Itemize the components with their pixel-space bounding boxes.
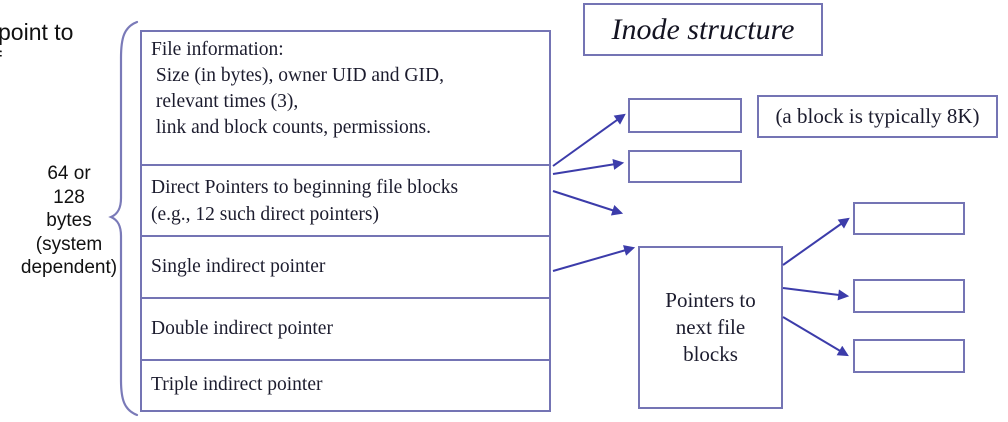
table-row-double-indirect: Double indirect pointer (142, 297, 549, 358)
table-row-file-information: File information: Size (in bytes), owner… (151, 39, 444, 138)
direct-pointer-arrow-3 (552, 190, 624, 216)
block-size-note: (a block is typically 8K) (757, 95, 998, 138)
clipped-margin-text: point to (0, 19, 74, 45)
table-row-single-indirect: Single indirect pointer (142, 234, 549, 297)
direct-pointer-arrow-1 (552, 113, 626, 167)
clipped-margin-letter: f (0, 48, 2, 74)
single-indirect-arrow (552, 245, 636, 272)
title-box: Inode structure (583, 3, 823, 56)
next-file-block-box-2 (853, 279, 965, 313)
next-block-arrow-1 (782, 217, 850, 266)
inode-size-label: 64 or 128 bytes (system dependent) (20, 163, 118, 278)
next-block-arrow-2 (782, 287, 850, 301)
file-block-box-1 (628, 98, 742, 133)
next-file-block-box-3 (853, 339, 965, 373)
next-block-arrow-3 (782, 316, 849, 357)
inode-table: File information: Size (in bytes), owner… (140, 30, 551, 412)
page-title: Inode structure (611, 12, 795, 46)
table-row-triple-indirect: Triple indirect pointer (142, 358, 549, 410)
table-row-direct-pointers: Direct Pointers to beginning file blocks… (142, 163, 549, 235)
file-block-box-2 (628, 150, 742, 183)
next-file-block-box-1 (853, 202, 965, 235)
pointers-to-next-file-blocks-box: Pointers to next file blocks (638, 246, 783, 409)
direct-pointer-arrow-2 (552, 158, 625, 175)
